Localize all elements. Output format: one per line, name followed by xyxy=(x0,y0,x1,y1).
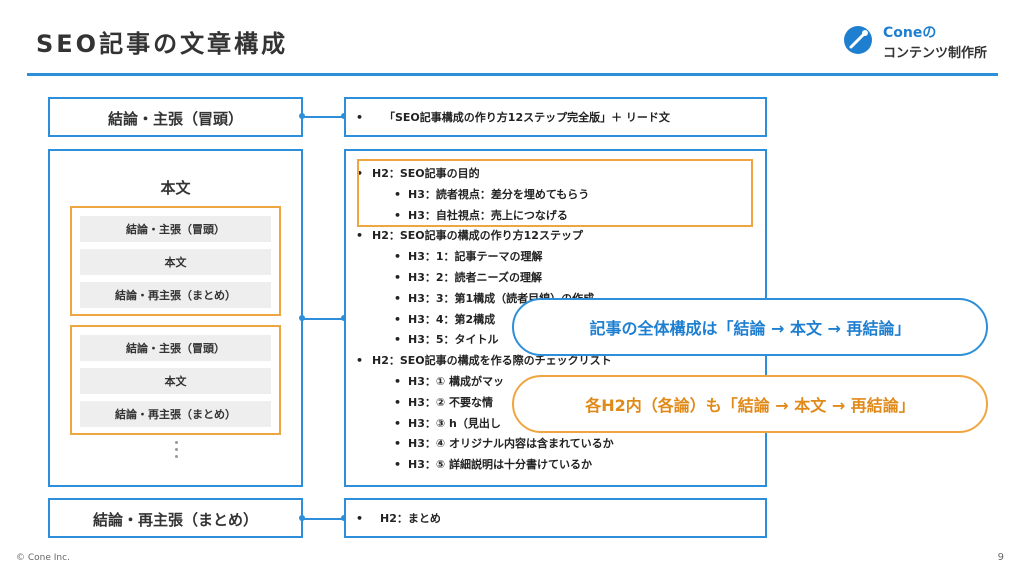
outline-text: H3：① 構成がマッ xyxy=(408,375,505,388)
bullet: • xyxy=(394,208,402,222)
callout-h2-structure: 各H2内（各論）も「結論 → 本文 → 再結論」 xyxy=(512,375,988,433)
left-body-label: 本文 xyxy=(160,179,191,197)
group1-summary: 結論・再主張（まとめ） xyxy=(80,282,271,308)
bullet: • xyxy=(394,437,402,451)
group2-summary: 結論・再主張（まとめ） xyxy=(80,401,271,427)
right-lead-box: • 「SEO記事構成の作り方12ステップ完全版」＋ リード文 xyxy=(344,97,767,137)
logo: Coneの コンテンツ制作所 xyxy=(843,22,1003,62)
header-rule xyxy=(27,73,998,76)
outline-h3-item: • H3：4：第2構成 xyxy=(394,313,495,327)
bullet: • xyxy=(394,458,402,472)
outline-h3-item: • H3：自社視点：売上につなげる xyxy=(394,209,568,223)
outline-h2-item: • H2：SEO記事の構成の作り方12ステップ xyxy=(356,229,583,243)
connector-middle xyxy=(303,318,345,320)
bullet: • xyxy=(394,250,402,264)
bullet: • xyxy=(394,416,402,430)
outline-text: H3：1：記事テーマの理解 xyxy=(408,250,543,264)
bullet: • xyxy=(394,271,402,284)
outline-h2-item: • H2：SEO記事の目的 xyxy=(356,167,480,181)
section-group-1: 結論・主張（冒頭） 本文 結論・再主張（まとめ） xyxy=(70,206,281,316)
outline-h3-item: • H3：2：読者ニーズの理解 xyxy=(394,271,542,285)
h2-highlight-box xyxy=(357,159,753,227)
left-conclusion-label: 結論・主張（冒頭） xyxy=(107,110,243,128)
copyright: © Cone Inc. xyxy=(16,553,70,563)
outline-h3-item: • H3：③ h（見出し xyxy=(394,417,501,431)
callout-overall-structure: 記事の全体構成は「結論 → 本文 → 再結論」 xyxy=(512,298,988,356)
bullet: • xyxy=(394,187,402,201)
outline-h3-item: • H3：② 不要な情 xyxy=(394,396,493,410)
outline-text: H3：5：タイトル xyxy=(408,333,499,347)
continuation-dots xyxy=(174,441,180,462)
connector-bottom-dot-left xyxy=(299,515,305,521)
section-group-2: 結論・主張（冒頭） 本文 結論・再主張（まとめ） xyxy=(70,325,281,435)
outline-h3-item: • H3：⑤ 詳細説明は十分書けているか xyxy=(394,458,592,472)
left-summary-label: 結論・再主張（まとめ） xyxy=(92,511,258,529)
group1-conclusion: 結論・主張（冒頭） xyxy=(80,216,271,242)
summary-line: • H2：まとめ xyxy=(356,512,441,526)
bullet: • xyxy=(394,291,402,305)
lead-line: • 「SEO記事構成の作り方12ステップ完全版」＋ リード文 xyxy=(356,111,670,125)
right-summary-box: • H2：まとめ xyxy=(344,498,767,538)
outline-h3-item: • H3：1：記事テーマの理解 xyxy=(394,250,543,264)
outline-text: H3：自社視点：売上につなげる xyxy=(408,208,568,222)
left-body-box: 本文 xyxy=(48,149,303,487)
outline-text: H3：読者視点：差分を埋めてもらう xyxy=(408,187,590,201)
bullet: • xyxy=(356,354,364,368)
outline-text: H3：② 不要な情 xyxy=(408,395,494,409)
outline-text: H2：SEO記事の構成を作る際のチェックリスト xyxy=(372,354,612,368)
outline-h3-item: • H3：読者視点：差分を埋めてもらう xyxy=(394,188,589,202)
lead-text: 「SEO記事構成の作り方12ステップ完全版」＋ リード文 xyxy=(384,111,670,124)
outline-text: H2：SEO記事の目的 xyxy=(372,167,480,180)
bullet: • xyxy=(356,111,364,124)
group1-body: 本文 xyxy=(80,249,271,275)
outline-text: H3：③ h（見出し xyxy=(408,416,501,430)
bullet: • xyxy=(394,395,402,409)
connector-bottom xyxy=(303,518,345,520)
outline-h2-item: • H2：SEO記事の構成を作る際のチェックリスト xyxy=(356,354,612,368)
connector-top xyxy=(303,116,345,118)
cone-logo-icon xyxy=(844,26,872,54)
page-title: SEO記事の文章構成 xyxy=(36,30,289,58)
connector-top-dot-left xyxy=(299,113,305,119)
bullet: • xyxy=(394,333,402,347)
outline-text: H3：2：読者ニーズの理解 xyxy=(408,271,542,284)
outline-h3-item: • H3：④ オリジナル内容は含まれているか xyxy=(394,437,614,451)
group2-body: 本文 xyxy=(80,368,271,394)
left-summary-box: 結論・再主張（まとめ） xyxy=(48,498,303,538)
page-number: 9 xyxy=(997,552,1004,563)
logo-text-cone: Coneの xyxy=(883,25,937,41)
summary-text: H2：まとめ xyxy=(380,512,441,525)
outline-h3-item: • H3：5：タイトル xyxy=(394,333,499,347)
bullet: • xyxy=(356,167,364,180)
outline-text: H3：4：第2構成 xyxy=(408,312,496,326)
outline-text: H3：⑤ 詳細説明は十分書けているか xyxy=(408,458,593,472)
logo-text-studio: コンテンツ制作所 xyxy=(883,46,988,61)
connector-middle-dot-left xyxy=(299,315,305,321)
bullet: • xyxy=(356,229,364,243)
bullet: • xyxy=(394,312,402,326)
outline-text: H3：④ オリジナル内容は含まれているか xyxy=(408,437,614,451)
bullet: • xyxy=(394,375,402,388)
group2-conclusion: 結論・主張（冒頭） xyxy=(80,335,271,361)
outline-h3-item: • H3：① 構成がマッ xyxy=(394,375,504,389)
bullet: • xyxy=(356,512,364,525)
outline-text: H2：SEO記事の構成の作り方12ステップ xyxy=(372,229,583,243)
left-conclusion-box: 結論・主張（冒頭） xyxy=(48,97,303,137)
